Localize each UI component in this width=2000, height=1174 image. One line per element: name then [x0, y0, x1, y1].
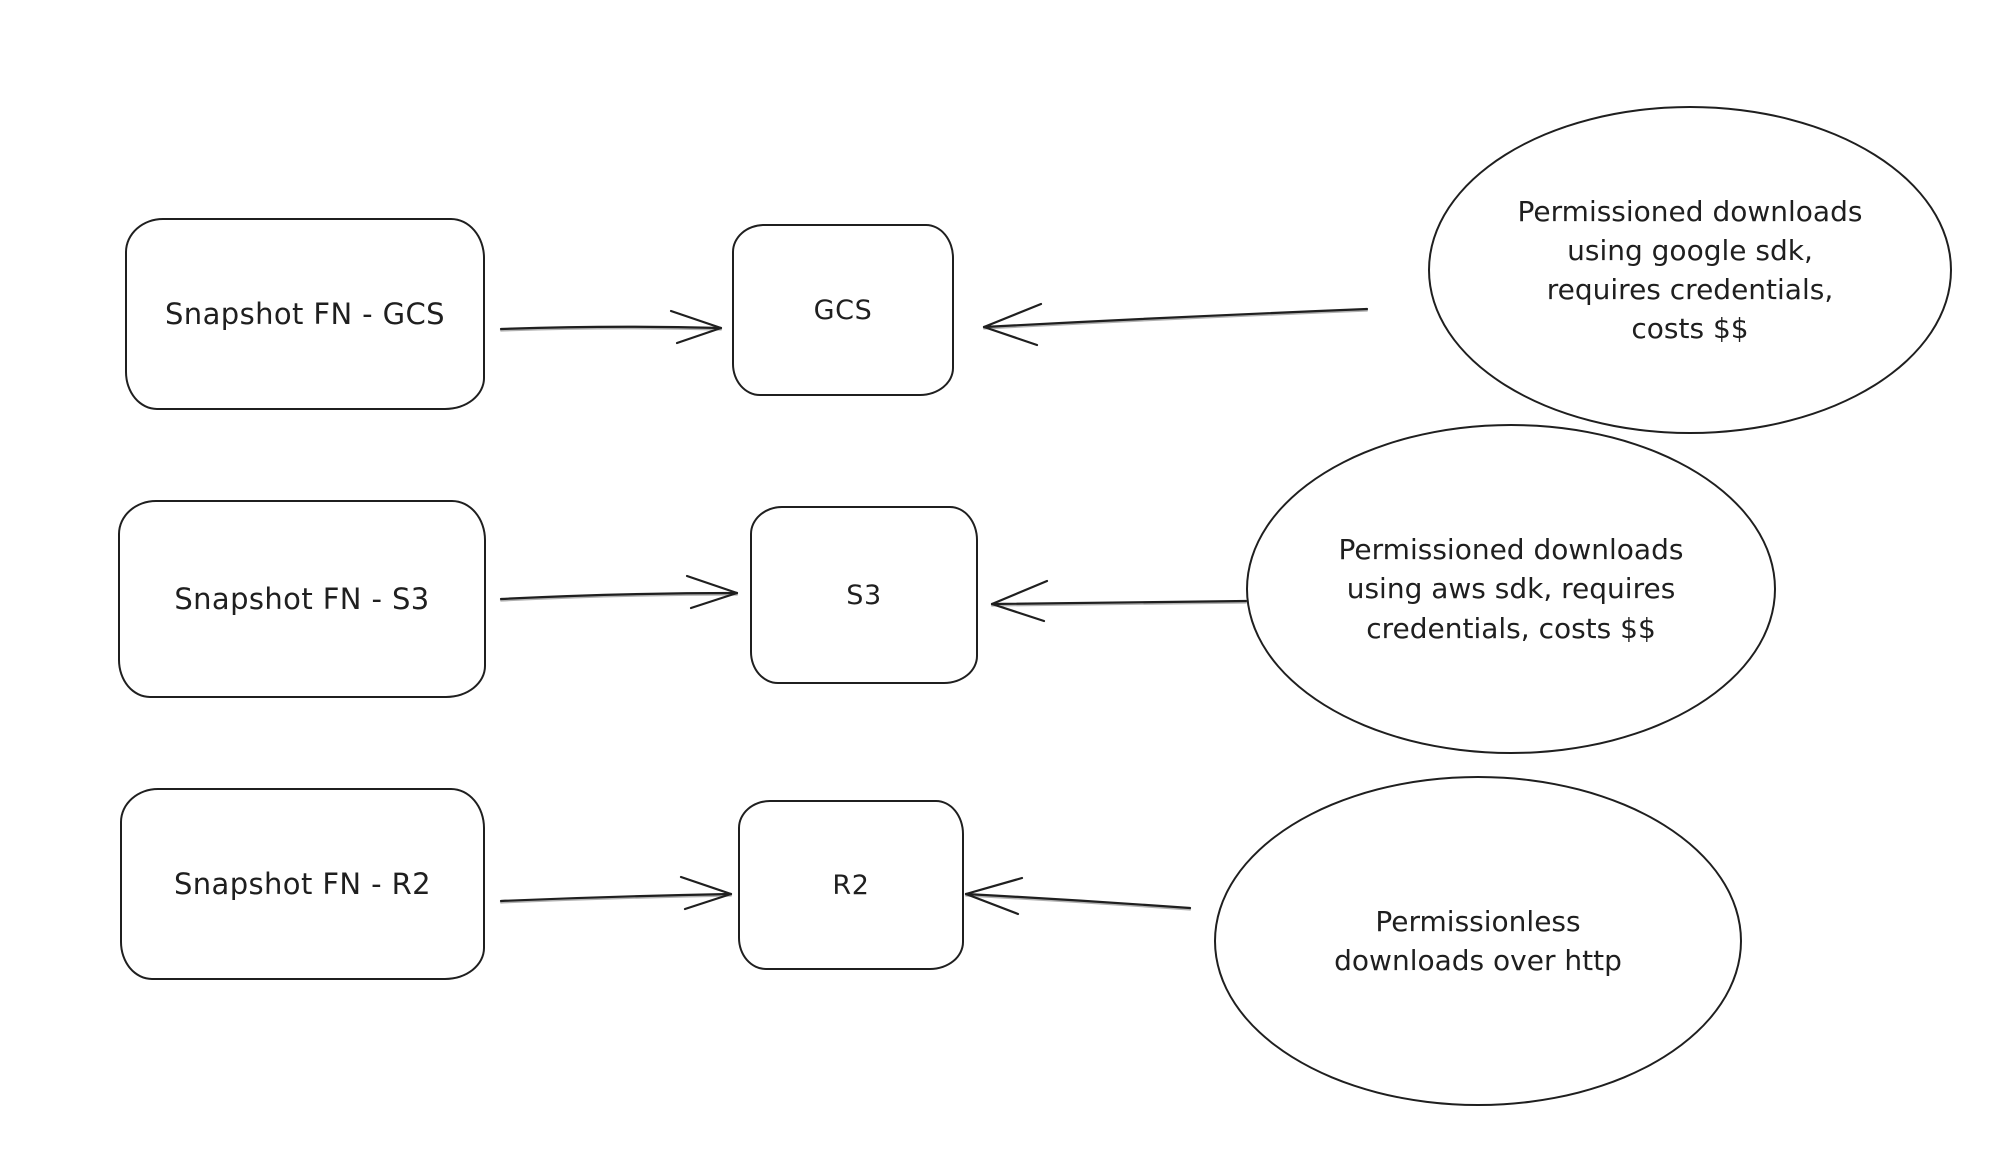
arrow-note-to-s3[interactable]	[990, 579, 1248, 623]
note-line: downloads over http	[1334, 944, 1622, 977]
note-ellipse-r2[interactable]: Permissionless downloads over http	[1214, 776, 1742, 1106]
arrow-fn-to-gcs[interactable]	[499, 309, 723, 345]
note-gcs-text: Permissioned downloads using google sdk,…	[1477, 192, 1903, 349]
node-gcs-label: GCS	[813, 294, 873, 326]
arrow-note-to-gcs[interactable]	[982, 302, 1369, 347]
note-line: using aws sdk, requires	[1346, 572, 1676, 606]
arrow-fn-to-r2[interactable]	[499, 875, 733, 911]
note-line: requires credentials,	[1546, 273, 1834, 306]
note-line: Permissionless	[1375, 904, 1581, 938]
node-snapshot-fn-gcs[interactable]: Snapshot FN - GCS	[125, 218, 485, 410]
node-s3-label: S3	[846, 579, 882, 611]
node-snapshot-fn-s3-label: Snapshot FN - S3	[174, 582, 430, 616]
note-line: credentials, costs $$	[1366, 611, 1656, 645]
node-s3[interactable]: S3	[750, 506, 978, 684]
node-gcs[interactable]: GCS	[732, 224, 954, 396]
note-ellipse-s3[interactable]: Permissioned downloads using aws sdk, re…	[1246, 424, 1776, 754]
node-r2[interactable]: R2	[738, 800, 964, 970]
note-line: using google sdk,	[1567, 233, 1813, 267]
note-s3-text: Permissioned downloads using aws sdk, re…	[1295, 530, 1726, 648]
note-ellipse-gcs[interactable]: Permissioned downloads using google sdk,…	[1428, 106, 1952, 434]
note-line: Permissioned downloads	[1338, 533, 1684, 567]
node-snapshot-fn-gcs-label: Snapshot FN - GCS	[165, 297, 445, 331]
node-r2-label: R2	[832, 869, 870, 901]
node-snapshot-fn-s3[interactable]: Snapshot FN - S3	[118, 500, 486, 698]
arrow-note-to-r2[interactable]	[964, 876, 1192, 916]
node-snapshot-fn-r2-label: Snapshot FN - R2	[173, 867, 432, 901]
note-r2-text: Permissionless downloads over http	[1263, 902, 1693, 980]
arrow-fn-to-s3[interactable]	[499, 574, 739, 610]
note-line: Permissioned downloads	[1517, 194, 1863, 228]
node-snapshot-fn-r2[interactable]: Snapshot FN - R2	[120, 788, 485, 980]
note-line: costs $$	[1631, 312, 1749, 346]
